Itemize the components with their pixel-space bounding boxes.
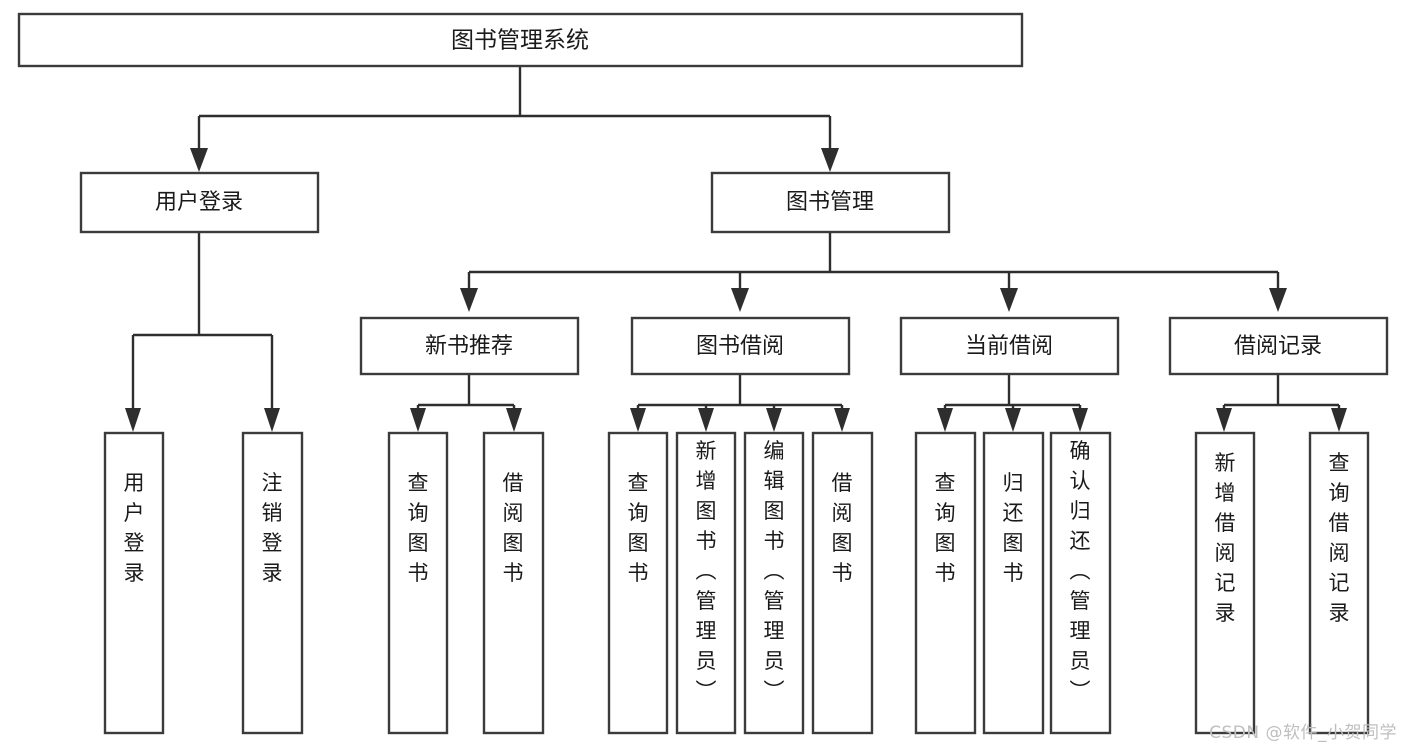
node-root-box[interactable] — [17, 12, 1024, 68]
arrowhead-bb-leaf-3 — [834, 408, 850, 432]
arrowhead-ul-leaf-1 — [264, 408, 280, 432]
leaf-new-book-rec-0[interactable]: 查询图书 — [387, 431, 449, 735]
leaf-label: 借阅图书 — [832, 471, 853, 585]
leaf-current-borrow-1[interactable]: 归还图书 — [982, 431, 1045, 735]
arrowhead-cb-leaf-2 — [1072, 408, 1088, 432]
leaf-box[interactable] — [982, 431, 1045, 735]
leaf-box[interactable] — [675, 431, 737, 735]
leaf-label: 查询图书 — [408, 471, 429, 585]
connector-group-book-manage — [460, 232, 1287, 312]
leaf-box[interactable] — [1194, 431, 1256, 735]
connector-group-user-login — [125, 232, 280, 432]
connector-group-borrow-record — [1216, 374, 1347, 432]
leaf-borrow-record-0[interactable]: 新增借阅记录 — [1194, 431, 1256, 735]
leaf-box[interactable] — [387, 431, 449, 735]
leaf-new-book-rec-1[interactable]: 借阅图书 — [482, 431, 545, 735]
leaf-book-borrow-3[interactable]: 借阅图书 — [811, 431, 874, 735]
leaf-label: 借阅图书 — [503, 471, 524, 585]
leaf-box[interactable] — [482, 431, 545, 735]
node-borrow-record[interactable]: 借阅记录 — [1168, 316, 1389, 376]
node-borrow-record-label: 借阅记录 — [1234, 334, 1322, 359]
leaf-label: 注销登录 — [262, 471, 283, 585]
node-root-label: 图书管理系统 — [451, 28, 589, 54]
arrowhead-nbr-leaf-0 — [410, 408, 426, 432]
connector-group-new-book-rec — [410, 374, 522, 432]
leaf-label: 新增借阅记录 — [1215, 451, 1236, 625]
node-user-login-label: 用户登录 — [155, 190, 243, 215]
leaf-book-borrow-0[interactable]: 查询图书 — [607, 431, 669, 735]
node-user-login[interactable]: 用户登录 — [79, 171, 320, 234]
node-book-manage-box[interactable] — [710, 171, 951, 234]
arrowhead-nbr-leaf-1 — [506, 408, 522, 432]
arrowhead-cb-leaf-1 — [1005, 408, 1021, 432]
arrowhead-new-book-rec — [460, 288, 478, 312]
node-current-borrow-label: 当前借阅 — [965, 334, 1053, 359]
arrowhead-ul-leaf-0 — [125, 408, 141, 432]
node-book-manage[interactable]: 图书管理 — [710, 171, 951, 234]
node-current-borrow-box[interactable] — [899, 316, 1120, 376]
leaf-label: 查询借阅记录 — [1329, 451, 1350, 625]
leaf-label: 查询图书 — [935, 471, 956, 585]
node-book-manage-label: 图书管理 — [786, 190, 874, 215]
node-borrow-record-box[interactable] — [1168, 316, 1389, 376]
leaf-box[interactable] — [914, 431, 977, 735]
leaf-box[interactable] — [743, 431, 805, 735]
arrowhead-cb-leaf-0 — [937, 408, 953, 432]
node-new-book-rec[interactable]: 新书推荐 — [359, 316, 580, 376]
connector-group-book-borrow — [630, 374, 850, 432]
arrowhead-borrow-record — [1269, 288, 1287, 312]
leaf-box[interactable] — [811, 431, 874, 735]
leaf-user-login-0[interactable]: 用户登录 — [103, 431, 165, 735]
node-user-login-box[interactable] — [79, 171, 320, 234]
node-book-borrow[interactable]: 图书借阅 — [630, 316, 851, 376]
arrowhead-bb-leaf-1 — [698, 408, 714, 432]
leaf-box[interactable] — [607, 431, 669, 735]
arrowhead-bb-leaf-2 — [766, 408, 782, 432]
arrowhead-br-leaf-0 — [1216, 408, 1232, 432]
leaf-current-borrow-2[interactable]: 确认归还︵管理员︶ — [1049, 431, 1112, 735]
leaf-label: 编辑图书︵管理员︶ — [764, 439, 785, 703]
node-root[interactable]: 图书管理系统 — [17, 12, 1024, 68]
leaf-book-borrow-2[interactable]: 编辑图书︵管理员︶ — [743, 431, 805, 735]
arrowhead-bb-leaf-0 — [630, 408, 646, 432]
connector-group-current-borrow — [937, 374, 1088, 432]
leaf-label: 确认归还︵管理员︶ — [1070, 439, 1091, 703]
leaf-label: 用户登录 — [124, 471, 145, 585]
leaf-borrow-record-1[interactable]: 查询借阅记录 — [1308, 431, 1370, 735]
arrowhead-user-login — [190, 148, 208, 172]
node-current-borrow[interactable]: 当前借阅 — [899, 316, 1120, 376]
arrowhead-br-leaf-1 — [1331, 408, 1347, 432]
arrowhead-book-manage — [821, 148, 839, 172]
node-book-borrow-box[interactable] — [630, 316, 851, 376]
node-new-book-rec-box[interactable] — [359, 316, 580, 376]
leaf-box[interactable] — [1049, 431, 1112, 735]
arrowhead-current-borrow — [1000, 288, 1018, 312]
connector-group-root — [190, 66, 839, 172]
leaf-box[interactable] — [1308, 431, 1370, 735]
arrowhead-book-borrow — [731, 288, 749, 312]
leaf-box[interactable] — [103, 431, 165, 735]
leaf-label: 新增图书︵管理员︶ — [696, 439, 717, 703]
leaf-label: 归还图书 — [1003, 471, 1024, 585]
leaf-user-login-1[interactable]: 注销登录 — [241, 431, 304, 735]
leaf-book-borrow-1[interactable]: 新增图书︵管理员︶ — [675, 431, 737, 735]
node-new-book-rec-label: 新书推荐 — [425, 334, 513, 359]
leaf-current-borrow-0[interactable]: 查询图书 — [914, 431, 977, 735]
node-book-borrow-label: 图书借阅 — [696, 334, 784, 359]
leaf-box[interactable] — [241, 431, 304, 735]
leaf-label: 查询图书 — [628, 471, 649, 585]
